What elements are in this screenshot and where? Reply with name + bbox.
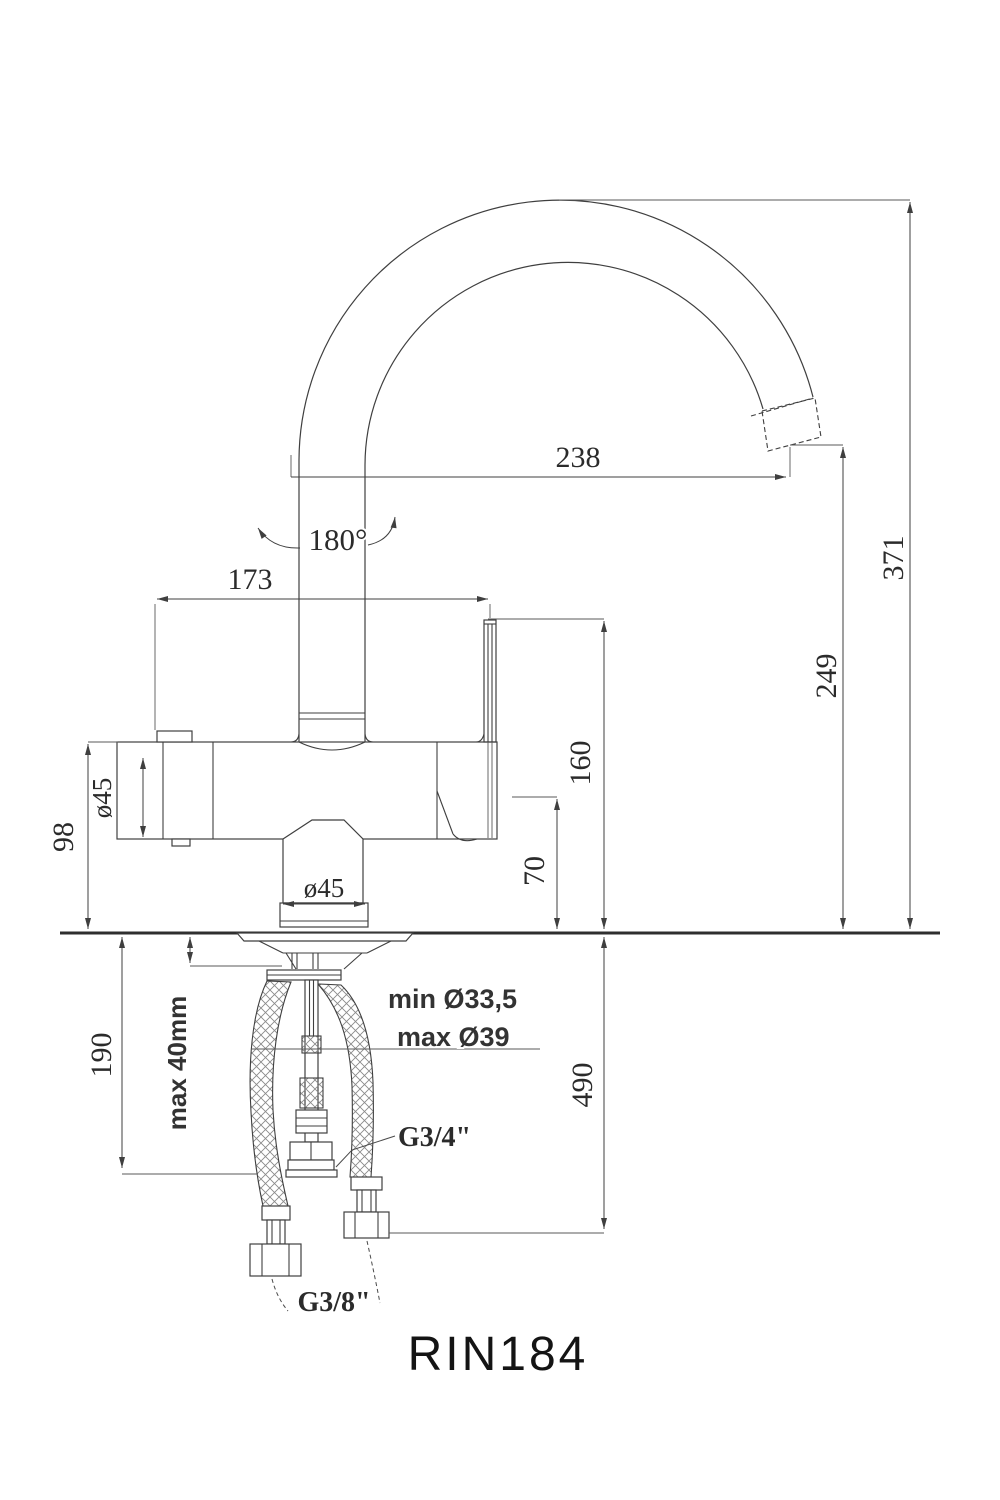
leader-g38-left <box>271 1278 289 1312</box>
label-supply-connection: G3/8" <box>297 1287 370 1318</box>
dim-body-axis-height: 70 <box>518 856 551 886</box>
base-neck <box>279 819 369 928</box>
leader-g34 <box>335 1135 396 1168</box>
handle-pivot-cap <box>156 730 193 743</box>
handle-lever <box>436 790 454 835</box>
dim-overall-height: 371 <box>877 536 910 581</box>
model-title: RIN184 <box>408 1328 589 1381</box>
rotation-arrows <box>257 516 397 549</box>
leader-g38-right <box>366 1240 381 1304</box>
dim-spout-reach: 238 <box>556 441 601 474</box>
label-filter-connection: G3/4" <box>398 1122 471 1153</box>
dim-filter-outlet-height: 160 <box>564 741 597 786</box>
dim-hose-drop: 490 <box>566 1063 599 1108</box>
spout-aerator <box>750 397 822 452</box>
dim-body-diameter: ø45 <box>87 778 117 819</box>
filter-pipe <box>285 979 338 1178</box>
dim-outlet-height: 249 <box>810 654 843 699</box>
hose-fitting-right <box>343 1176 390 1239</box>
escutcheon <box>235 932 415 970</box>
spout-arc <box>290 199 814 751</box>
dim-rotation-angle: 180° <box>309 522 368 557</box>
label-hole-max: max Ø39 <box>397 1022 510 1052</box>
dim-body-length: 173 <box>228 563 273 596</box>
right-outlet-pipe <box>475 619 497 838</box>
mounting-shank <box>266 953 342 981</box>
dim-base-diameter: ø45 <box>304 873 345 903</box>
body-foot <box>171 838 191 847</box>
braided-hose-left <box>249 980 292 1207</box>
label-hole-min: min Ø33,5 <box>388 984 517 1014</box>
dim-counter-thickness: max 40mm <box>162 996 192 1130</box>
dim-below-counter-depth: 190 <box>85 1033 118 1078</box>
dim-body-top-height: 98 <box>47 822 80 852</box>
hose-fitting-left <box>249 1205 302 1277</box>
